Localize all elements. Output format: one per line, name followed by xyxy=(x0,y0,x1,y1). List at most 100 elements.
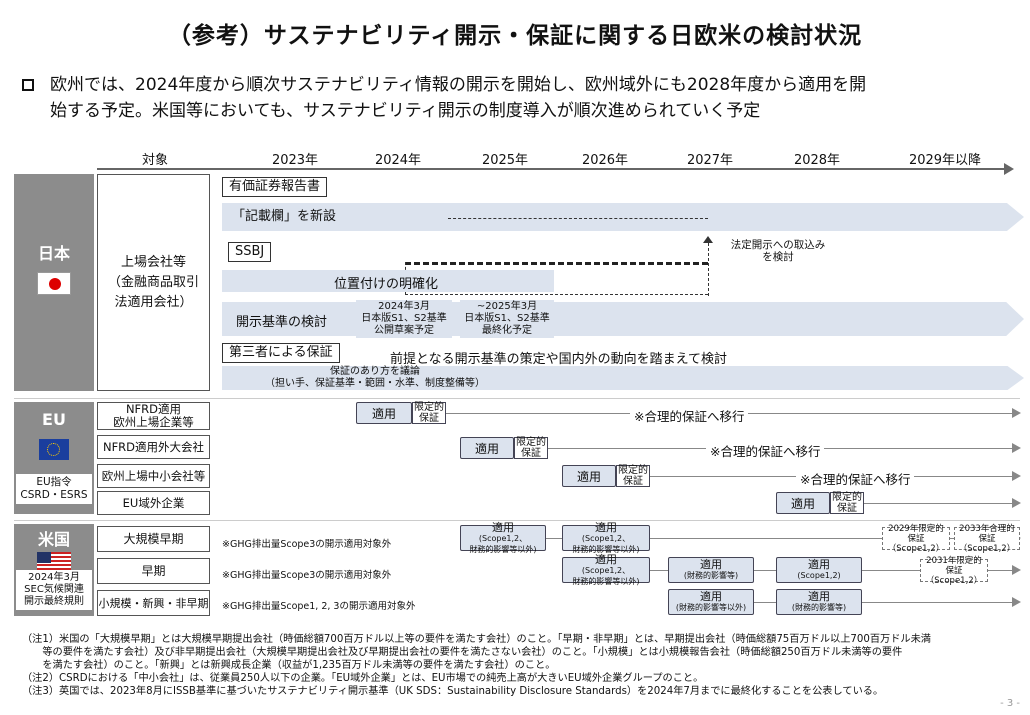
year-2024: 2024年 xyxy=(374,153,422,168)
ssbj-label: SSBJ xyxy=(228,242,272,262)
us-apply-c1-label: 適用 xyxy=(700,590,722,603)
ssbj-dashed-bottom xyxy=(405,294,708,295)
legal-dashed-vertical xyxy=(708,238,709,296)
eu-note-3: ※合理的保証へ移行 xyxy=(796,469,915,488)
eu-directive: EU指令 CSRD・ESRS xyxy=(16,474,92,504)
us-apply-a1-sub: (Scope1,2、 財務的影響等以外) xyxy=(469,533,537,554)
eu-line-2-arrow-icon xyxy=(1012,443,1021,453)
eu-divider xyxy=(14,398,1020,399)
eu-limited-3: 限定的 保証 xyxy=(616,465,650,487)
page-title: （参考）サステナビリティ開示・保証に関する日欧米の検討状況 xyxy=(167,23,863,49)
us-apply-c2-label: 適用 xyxy=(808,590,830,603)
eu-line-1-arrow-icon xyxy=(1012,408,1021,418)
ichizuke-band xyxy=(222,270,554,292)
kaiji-arrow xyxy=(222,302,1024,336)
us-apply-b1-sub: (Scope1,2、 財務的影響等以外) xyxy=(572,565,640,586)
header-divider xyxy=(97,168,1012,170)
eu-apply-1: 適用 xyxy=(356,402,412,424)
us-ghg-note-1: ※GHG排出量Scope3の開示適用対象外 xyxy=(222,539,392,550)
us-assurance-2029: 2029年限定的 保証（Scope1,2） xyxy=(882,524,950,554)
footnote-3: （注3）英国では、2023年8月にISSB基準に基づいたサステナビリティ開示基準… xyxy=(22,686,884,697)
us-apply-b2-sub: (財務的影響等) xyxy=(683,571,739,580)
ssbj-dashed-path xyxy=(405,262,708,265)
us-apply-b3-sub: (Scope1,2) xyxy=(797,571,841,580)
region-us-label: 米国 xyxy=(37,530,70,549)
eu-apply-2: 適用 xyxy=(460,437,514,459)
us-target-ao: 早期 xyxy=(97,558,210,584)
us-apply-c1-sub: (財務的影響等以外) xyxy=(675,603,747,612)
us-apply-b1: 適用(Scope1,2、 財務的影響等以外) xyxy=(562,552,650,586)
us-divider xyxy=(14,520,1020,521)
footnote-2: （注2）CSRDにおける「中小会社」は、従業員250人以下の企業。「EU域外企業… xyxy=(22,673,704,684)
us-line-2-arrow-icon xyxy=(1012,565,1021,575)
yuho-label: 有価証券報告書 xyxy=(222,177,328,197)
footnote-1: （注1）米国の「大規模早期」とは大規模早期提出会社（時価総額700百万ドル以上等… xyxy=(22,634,931,671)
region-japan: 日本 xyxy=(14,174,94,391)
eu-target-sme: 欧州上場中小会社等 xyxy=(97,464,210,488)
hosho-arrow xyxy=(222,366,1024,390)
year-2029: 2029年以降 xyxy=(908,153,982,168)
us-assurance-2031: 2031年限定的 保証（Scope1,2） xyxy=(920,556,988,586)
year-2027: 2027年 xyxy=(686,153,734,168)
us-apply-c1: 適用(財務的影響等以外) xyxy=(668,589,754,615)
region-japan-label: 日本 xyxy=(37,244,70,263)
us-apply-a1-label: 適用 xyxy=(492,520,514,534)
eu-note-2: ※合理的保証へ移行 xyxy=(706,441,825,460)
us-ghg-note-3: ※GHG排出量Scope1, 2, 3の開示適用対象外 xyxy=(222,601,416,612)
us-apply-a2-sub: (Scope1,2、 財務的影響等以外) xyxy=(572,533,640,554)
eu-limited-4: 限定的 保証 xyxy=(830,492,864,514)
bullet-square-icon xyxy=(22,79,34,91)
eu-line-4 xyxy=(864,503,1014,504)
year-2023: 2023年 xyxy=(271,153,319,168)
us-apply-b2-label: 適用 xyxy=(700,558,722,571)
japan-target: 上場会社等 （金融商品取引 法適用会社） xyxy=(97,174,210,391)
japan-flag-icon xyxy=(37,272,71,295)
eu-target-large: NFRD適用外大会社 xyxy=(97,435,210,459)
eu-target-nonEU: EU域外企業 xyxy=(97,491,210,515)
third-party-label: 第三者による保証 xyxy=(222,343,340,363)
us-assurance-2033: 2033年合理的 保証（Scope1,2） xyxy=(954,524,1020,554)
footnotes: （注1）米国の「大規模早期」とは大規模早期提出会社（時価総額700百万ドル以上等… xyxy=(22,633,1012,698)
eu-target-nfrd: NFRD適用 欧州上場企業等 xyxy=(97,402,210,430)
us-target-lao: 大規模早期 xyxy=(97,526,210,552)
us-flag-icon xyxy=(37,552,71,572)
intro-text: 欧州では、2024年度から順次サステナビリティ情報の開示を開始し、欧州域外にも2… xyxy=(50,75,867,121)
us-apply-b2: 適用(財務的影響等) xyxy=(668,557,754,583)
us-line-3-arrow-icon xyxy=(1012,597,1021,607)
us-ghg-note-2: ※GHG排出量Scope3の開示適用対象外 xyxy=(222,570,392,581)
legal-note: 法定開示への取込み を検討 xyxy=(730,239,826,263)
third-party-text: 前提となる開示基準の策定や国内外の動向を踏まえて検討 xyxy=(390,352,727,367)
us-line-1 xyxy=(546,538,1014,539)
year-2025: 2025年 xyxy=(481,153,529,168)
us-apply-b3: 適用(Scope1,2) xyxy=(776,557,862,583)
eu-note-1: ※合理的保証へ移行 xyxy=(630,406,749,425)
us-apply-b1-label: 適用 xyxy=(595,552,617,566)
us-apply-a2-label: 適用 xyxy=(595,520,617,534)
kisai-dashed-line xyxy=(448,218,708,219)
up-arrow-icon xyxy=(703,236,713,243)
region-eu-label: EU xyxy=(42,410,66,429)
year-2028: 2028年 xyxy=(793,153,841,168)
us-apply-b3-label: 適用 xyxy=(808,558,830,571)
us-apply-c2: 適用(財務的影響等) xyxy=(776,589,862,615)
eu-line-4-arrow-icon xyxy=(1012,498,1021,508)
us-target-small: 小規模・新興・非早期 xyxy=(97,590,210,616)
kisai-arrow xyxy=(222,203,1024,231)
eu-limited-1: 限定的 保証 xyxy=(412,402,446,424)
us-apply-a2: 適用(Scope1,2、 財務的影響等以外) xyxy=(562,520,650,554)
us-apply-c2-sub: (財務的影響等) xyxy=(791,603,847,612)
ichizuke-label: 位置付けの明確化 xyxy=(334,277,439,292)
us-rule: 2024年3月 SEC気候関連 開示最終規則 xyxy=(16,570,92,610)
kisai-label: 「記載欄」を新設 xyxy=(232,209,337,224)
header-arrow-icon xyxy=(1004,163,1014,175)
us-apply-a1: 適用(Scope1,2、 財務的影響等以外) xyxy=(460,520,546,554)
eu-limited-2: 限定的 保証 xyxy=(514,437,548,459)
eu-flag-icon xyxy=(39,439,69,460)
eu-apply-4: 適用 xyxy=(776,492,830,514)
ssbj-2025-note: ~2025年3月 日本版S1、S2基準 最終化予定 xyxy=(460,300,554,338)
hosho-text: 保証のあり方を議論 （担い手、保証基準・範囲・水準、制度整備等） xyxy=(265,366,485,389)
eu-line-3-arrow-icon xyxy=(1012,471,1021,481)
header-target: 対象 xyxy=(141,153,168,168)
us-line-3 xyxy=(754,602,1014,603)
ssbj-2024-note: 2024年3月 日本版S1、S2基準 公開草案予定 xyxy=(356,300,452,338)
